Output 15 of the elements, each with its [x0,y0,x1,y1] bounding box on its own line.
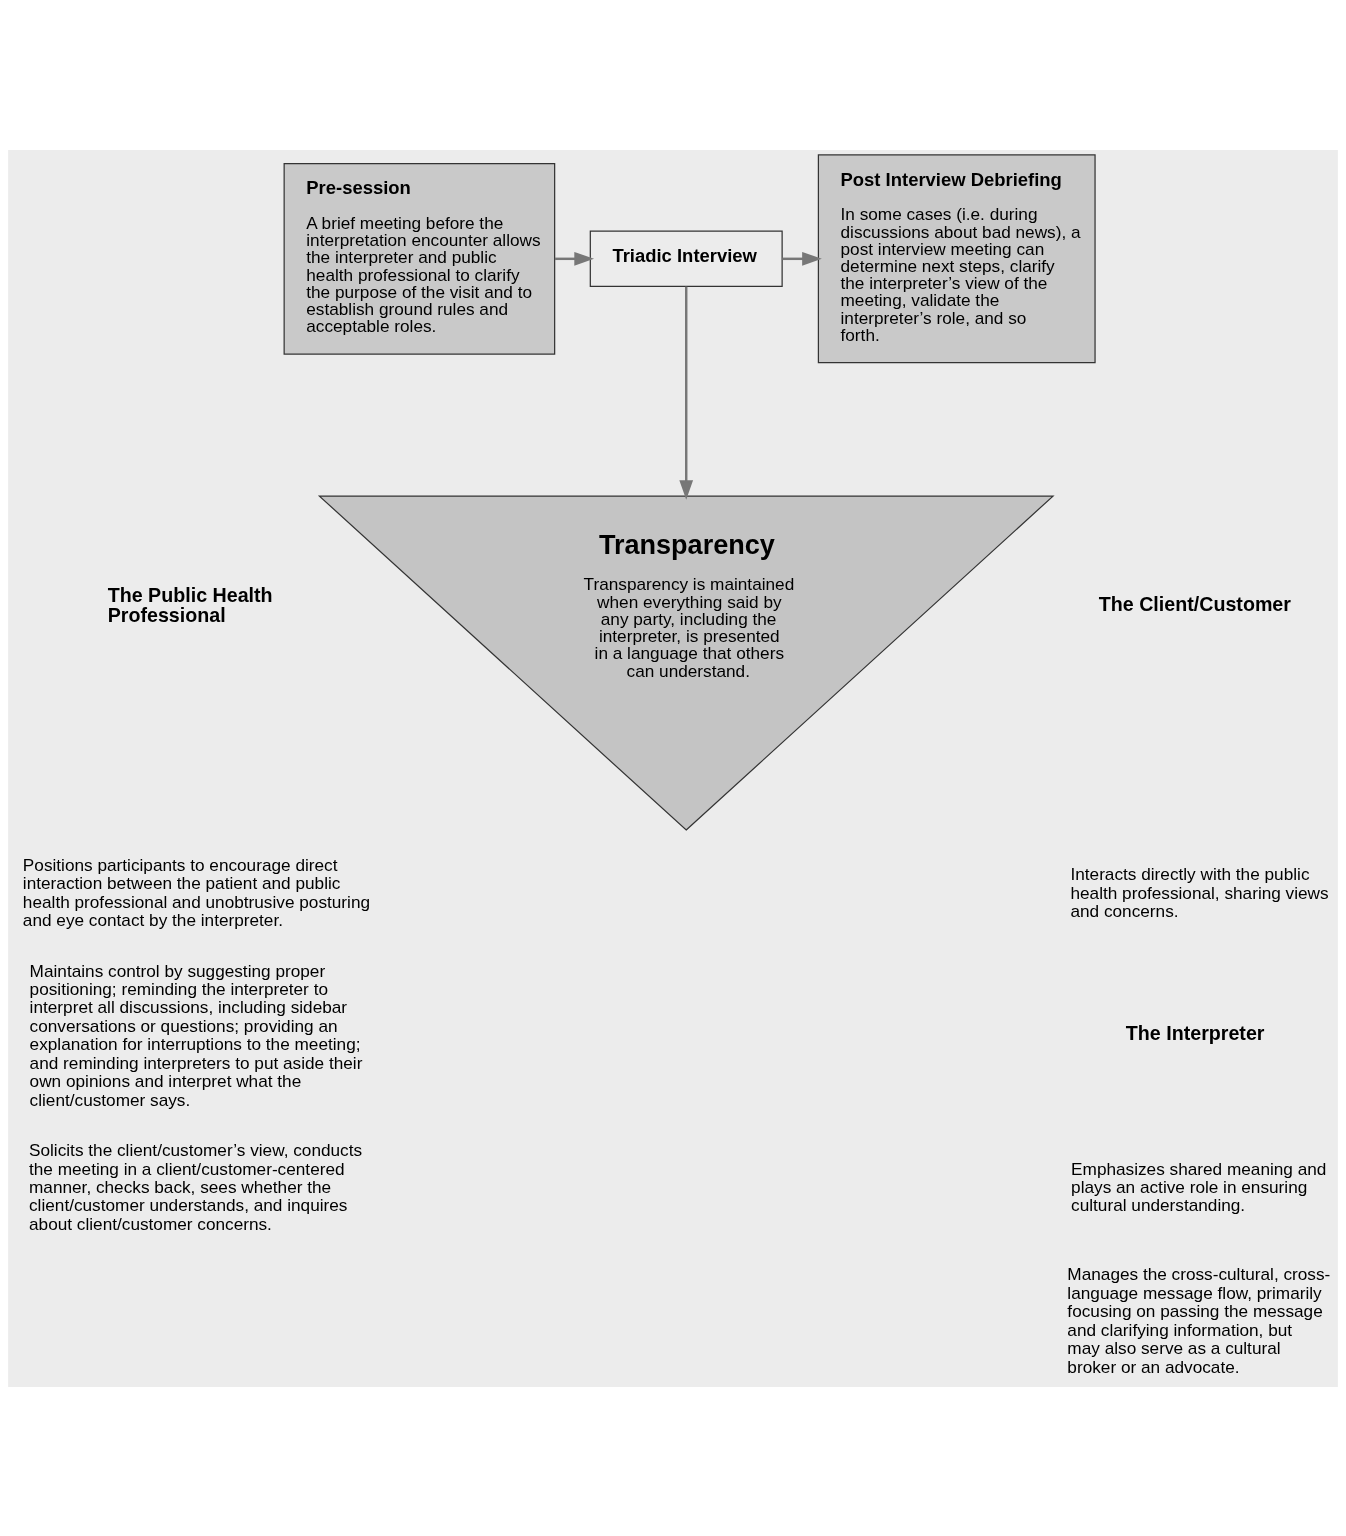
node-box: Post Interview Debriefing In some cases (i.e. during discussions about bad news), a post interview meeting can determine next steps, clarify the interpreter’s view of the meeting, validate the interpreter’s role, and so forth. [817,153,1096,363]
node-box: Pre-session A brief meeting before the interpretation encounter allows the interpreter and public health professional to clarify the purpose of the visit and to establish ground rules and acceptable roles. [283,162,556,355]
node-box: Triadic Interview [589,230,783,287]
label: Solicits the client/customer’s view, conducts the meeting in a client/customer-centered manner, checks back, sees whether the client/customer understands, and inquires about client/customer concerns. [29,1139,363,1234]
label: Interacts directly with the public health professional, sharing views and concerns. [1070,863,1329,921]
arrow [554,251,594,266]
label: The Public Health Professional [107,583,273,626]
label: Positions participants to encourage direct interaction between the patient and public health professional and unobtrusive posturing and eye contact by the interpreter. [22,854,371,930]
label: Maintains control by suggesting proper positioning; reminding the interpreter to interpret all discussions, including sidebar conversations or questions; providing an explanation for interruptions to the meeting; and reminding interpreters to put aside their own opinions and interpret what the client/customer says. [29,960,363,1110]
label: The Client/Customer [1098,592,1291,615]
label: Manages the cross-cultural, cross-language message flow, primarily focusing on passing the message and clarifying information, but may also serve as a cultural broker or an advocate. [1067,1263,1331,1376]
label: The Interpreter [1125,1021,1265,1044]
label: Emphasizes shared meaning and plays an active role in ensuring cultural understanding. [1071,1158,1327,1215]
arrow [679,286,694,500]
arrow [782,251,822,266]
